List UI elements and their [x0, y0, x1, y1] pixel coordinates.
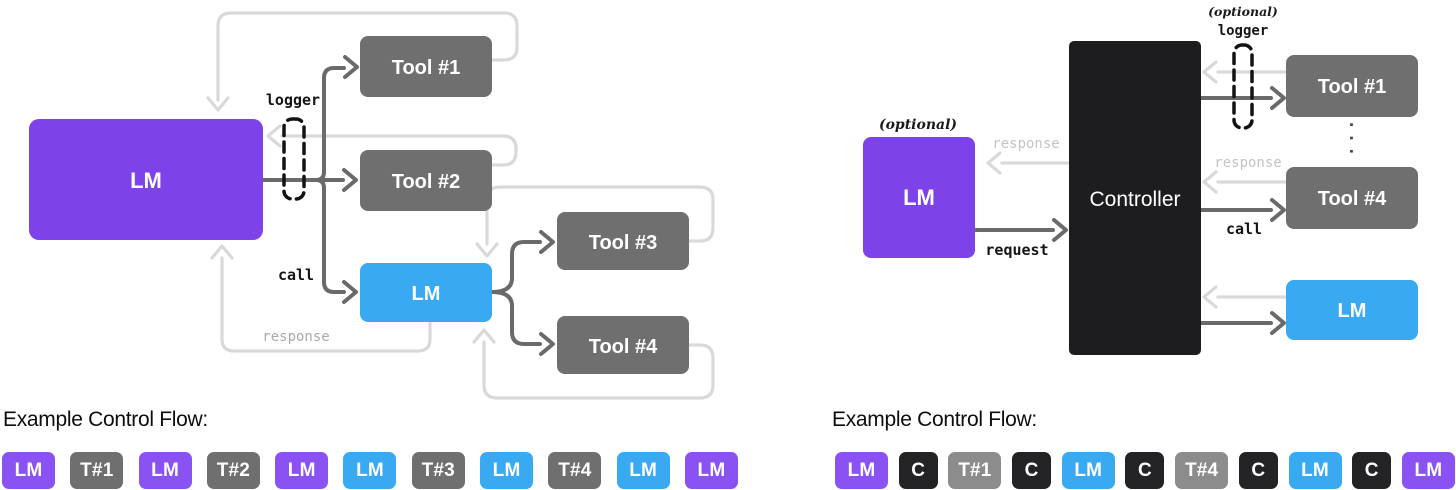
tool3-node	[557, 212, 689, 270]
flow-badge: LM	[616, 452, 670, 489]
edge-tool4-response-loop	[472, 328, 715, 400]
logger-right-label: logger	[1218, 23, 1269, 39]
flow-badge: LM	[480, 452, 534, 489]
edge-lmsub-response-controller	[1202, 285, 1287, 309]
diagram-svg: LM Tool #1 Tool #2 LM Tool #3 Tool #4 lo…	[29, 4, 1418, 400]
edge-tool1-response-controller	[1202, 60, 1287, 84]
tool4-label: Tool #4	[589, 336, 658, 358]
edge-tool2-response-loop	[266, 124, 518, 167]
edge-lm-call-trunk	[260, 55, 359, 304]
flow-badge: LM	[1061, 452, 1115, 489]
logger-dashed-box-right	[1232, 43, 1254, 130]
arrowhead	[342, 168, 358, 192]
edge-lm-request-controller	[974, 218, 1068, 242]
flow-badge: LM	[835, 452, 888, 489]
tool1-label: Tool #1	[392, 57, 461, 79]
flow-badge: T#4	[1175, 452, 1229, 489]
response-lm-label: response	[992, 136, 1059, 152]
tool1-node	[360, 36, 492, 97]
flow-badge: LM	[138, 452, 192, 489]
flow-badge: T#1	[70, 452, 124, 489]
arrowhead	[1270, 86, 1286, 110]
controller-node	[1069, 41, 1201, 355]
edge-tool4-response-controller	[1202, 170, 1287, 194]
arrowhead	[986, 151, 1002, 175]
arrowhead	[210, 244, 234, 260]
flow-badge: T#3	[411, 452, 465, 489]
tool1-right-label: Tool #1	[1318, 76, 1387, 98]
call-right-label: call	[1226, 220, 1262, 238]
tool4-right-node	[1286, 167, 1418, 229]
flow-badge: LM	[684, 452, 738, 489]
arrowhead	[266, 124, 282, 148]
optional-lm-label: (optional)	[879, 117, 957, 133]
right-flow-badges: LM C T#1 C LM C T#4 C LM C LM	[835, 452, 1455, 489]
lm-sub-right-label: LM	[1338, 300, 1367, 322]
flow-badge: LM	[343, 452, 397, 489]
flow-badge: C	[1238, 452, 1278, 489]
flow-badge: T#1	[948, 452, 1002, 489]
lm-optional-node	[863, 137, 975, 258]
lm-sub-label: LM	[412, 283, 441, 305]
arrowhead	[1202, 170, 1218, 194]
arrowhead	[1270, 198, 1286, 222]
tool2-node	[360, 150, 492, 211]
tools-ellipsis: ···	[1340, 122, 1361, 162]
edge-tool1-response-loop	[206, 11, 519, 112]
arrowhead	[206, 96, 230, 112]
right-diagram: LM Controller Tool #1 Tool #4 LM ··· (op…	[863, 4, 1418, 355]
flow-badge: C	[1352, 452, 1392, 489]
lm-optional-label: LM	[903, 185, 935, 210]
arrowhead	[1202, 60, 1218, 84]
tool1-right-node	[1286, 55, 1418, 117]
arrowhead	[1202, 285, 1218, 309]
call-edge-label: call	[278, 266, 314, 284]
lm-sub-right-node	[1286, 280, 1418, 340]
arrowhead	[475, 242, 499, 258]
flow-badge: LM	[1401, 452, 1455, 489]
tool4-right-label: Tool #4	[1318, 188, 1387, 210]
edge-controller-call-tool4	[1199, 198, 1286, 222]
edge-controller-response-lm	[986, 151, 1070, 175]
flow-badge: C	[898, 452, 938, 489]
left-flow-title: Example Control Flow:	[3, 408, 208, 431]
left-diagram: LM Tool #1 Tool #2 LM Tool #3 Tool #4 lo…	[29, 11, 715, 400]
flow-badge: LM	[275, 452, 329, 489]
edge-controller-call-tool1	[1199, 86, 1286, 110]
tool3-label: Tool #3	[589, 232, 658, 254]
tool2-label: Tool #2	[392, 171, 461, 193]
lm-main-label: LM	[130, 168, 162, 193]
left-flow-badges: LM T#1 LM T#2 LM LM T#3 LM T#4 LM LM	[2, 452, 738, 489]
edge-lmsub-response-to-lm	[210, 244, 432, 353]
arrowhead	[1052, 218, 1068, 242]
arrowhead	[539, 230, 555, 254]
tool4-node	[557, 316, 689, 374]
arrowhead	[343, 55, 359, 79]
flow-badge: T#4	[548, 452, 602, 489]
optional-logger-label: (optional)	[1208, 4, 1278, 19]
logger-dashed-box	[282, 117, 306, 201]
logger-edge-label: logger	[266, 91, 320, 109]
arrowhead	[342, 280, 358, 304]
response-tools-label: response	[1214, 155, 1281, 171]
edge-controller-call-lmsub	[1199, 311, 1286, 335]
flow-badge: LM	[2, 452, 55, 489]
controller-label: Controller	[1089, 188, 1180, 211]
lm-main-node	[29, 119, 263, 240]
flow-badge: C	[1012, 452, 1052, 489]
right-flow-title: Example Control Flow:	[832, 408, 1037, 431]
flow-badge: C	[1125, 452, 1165, 489]
request-label: request	[985, 241, 1048, 259]
arrowhead	[539, 332, 555, 356]
response-edge-label: response	[262, 329, 329, 345]
arrowhead	[472, 328, 496, 344]
flow-badge: T#2	[206, 452, 260, 489]
edge-lmsub-call-tools	[490, 230, 555, 356]
lm-sub-node	[360, 263, 492, 322]
flow-badge: LM	[1288, 452, 1342, 489]
arrowhead	[1270, 311, 1286, 335]
